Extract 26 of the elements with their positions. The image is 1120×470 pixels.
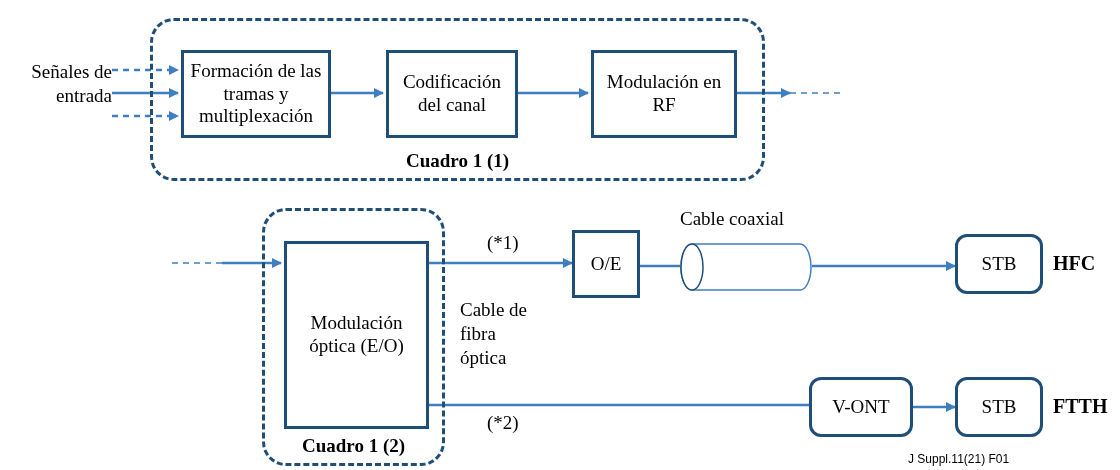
arrow [913, 402, 956, 412]
device-box: STB [955, 377, 1043, 437]
device-box: V-ONT [809, 377, 913, 437]
process-box: Formación de las tramas y multiplexación [181, 50, 331, 138]
arrow [112, 65, 179, 75]
dashed-group-box [262, 208, 445, 466]
device-box: STB [955, 234, 1043, 294]
network-type-label: HFC [1053, 252, 1096, 275]
input-label: Señales de entrada [4, 60, 112, 116]
arrow [112, 111, 179, 121]
process-box: O/E [572, 230, 640, 298]
process-box: Modulación en RF [591, 50, 737, 138]
arrow [112, 88, 179, 98]
cable-label: Cable de fibra óptica [460, 298, 528, 370]
arrow [812, 261, 956, 271]
network-type-label: FTTH [1053, 395, 1108, 418]
group-title: Cuadro 1 (1) [404, 150, 511, 172]
group-title: Cuadro 1 (2) [300, 435, 407, 457]
figure-reference: J Suppl.11(21) F01 [908, 452, 1010, 466]
edge-label: (*1) [485, 232, 521, 254]
cable-label: Cable coaxial [680, 208, 784, 230]
process-box: Codificación del canal [386, 50, 518, 138]
edge-label: (*2) [485, 412, 521, 434]
process-box: Modulación óptica (E/O) [284, 241, 429, 429]
dashed-group-box [150, 18, 765, 181]
arrow [222, 258, 282, 268]
